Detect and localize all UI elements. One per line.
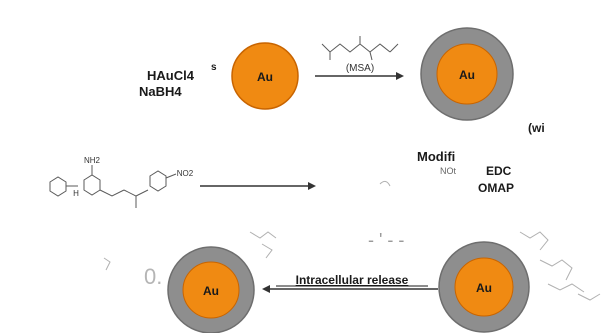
msa-structure [321,36,399,61]
au-label-4: Au [476,281,492,295]
arrow-msa [315,72,404,80]
msa-label: (MSA) [346,63,374,74]
gold-nanoparticle-bare [231,42,299,110]
arrow-release [262,285,438,293]
gold-nanoparticle-conjugate [438,241,530,333]
nh-label: H [73,189,79,198]
edc-label: EDC [486,164,512,178]
gold-nanoparticle-msa [420,27,514,121]
gold-nanoparticle-released [167,246,255,333]
fragment-o: 0. [144,264,162,289]
au-label-1: Au [257,70,273,84]
nh2-label: NH2 [84,156,101,165]
au-label-3: Au [203,284,219,298]
release-label: Intracellular release [296,273,409,287]
partial-wi-label: (wi [528,121,545,135]
faint-structure-fragments [103,180,601,301]
au-label-2: Au [459,68,475,82]
arrow-coupling [200,182,316,190]
no2-label: NO2 [177,169,194,178]
drug-molecule-structure [49,165,177,208]
not-label: NOt [440,166,457,176]
superscript-s: s [211,62,217,73]
reducer-label: NaBH4 [139,84,182,99]
omap-label: OMAP [478,181,514,195]
modifi-label: Modifi [417,149,456,164]
dash-fragments: - ' - - [368,230,404,250]
gold-salt-label: HAuCl4 [147,68,194,83]
